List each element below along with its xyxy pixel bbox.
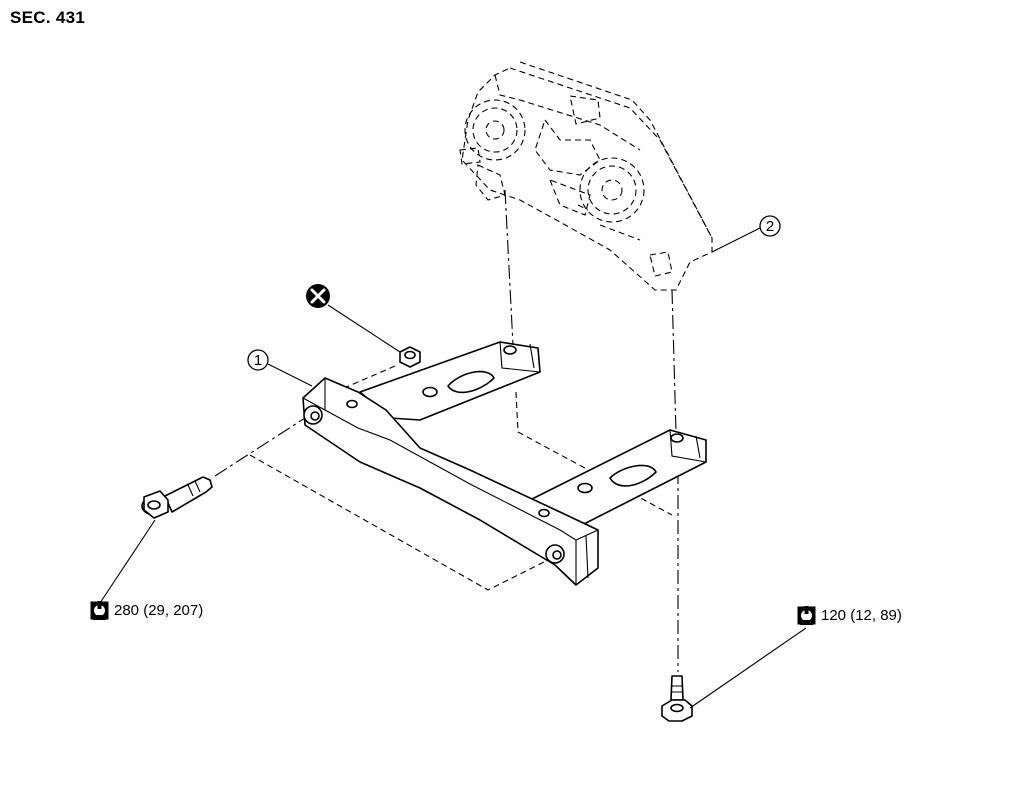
leader-callout-1 xyxy=(267,363,313,387)
sprocket-right xyxy=(579,157,645,223)
torque-spec-right: 120 (12, 89) xyxy=(797,606,902,625)
leader-callout-2 xyxy=(711,227,761,253)
wrench-icon xyxy=(797,606,816,625)
torque-spec-left: 280 (29, 207) xyxy=(90,601,203,620)
torque-value-right: 120 (12, 89) xyxy=(821,607,902,624)
center-line-left xyxy=(504,189,514,346)
x-circle-icon xyxy=(306,284,330,308)
section-code: SEC. 431 xyxy=(10,8,86,27)
reference-assembly-phantom xyxy=(459,61,713,291)
callout-1: 1 xyxy=(247,349,269,371)
bolt-long-axis xyxy=(214,417,306,477)
bolt-short xyxy=(661,675,693,722)
leader-torque-left xyxy=(99,519,156,604)
sprocket-left xyxy=(464,99,526,161)
wrench-icon xyxy=(90,601,109,620)
nut xyxy=(399,346,421,368)
phantom-guide-right xyxy=(515,391,673,516)
callout-1-number: 1 xyxy=(254,352,262,369)
torque-value-left: 280 (29, 207) xyxy=(114,602,204,619)
crossmember-main-beam xyxy=(302,377,599,586)
leader-replace-nut xyxy=(327,304,401,353)
leader-torque-right xyxy=(689,627,807,709)
phantom-guide-bottom xyxy=(249,454,549,591)
center-line-right-upper xyxy=(671,289,677,433)
callout-2-number: 2 xyxy=(766,218,774,235)
bolt-long xyxy=(141,476,213,519)
crossmember-assembly xyxy=(302,341,707,586)
callout-2: 2 xyxy=(759,215,781,237)
